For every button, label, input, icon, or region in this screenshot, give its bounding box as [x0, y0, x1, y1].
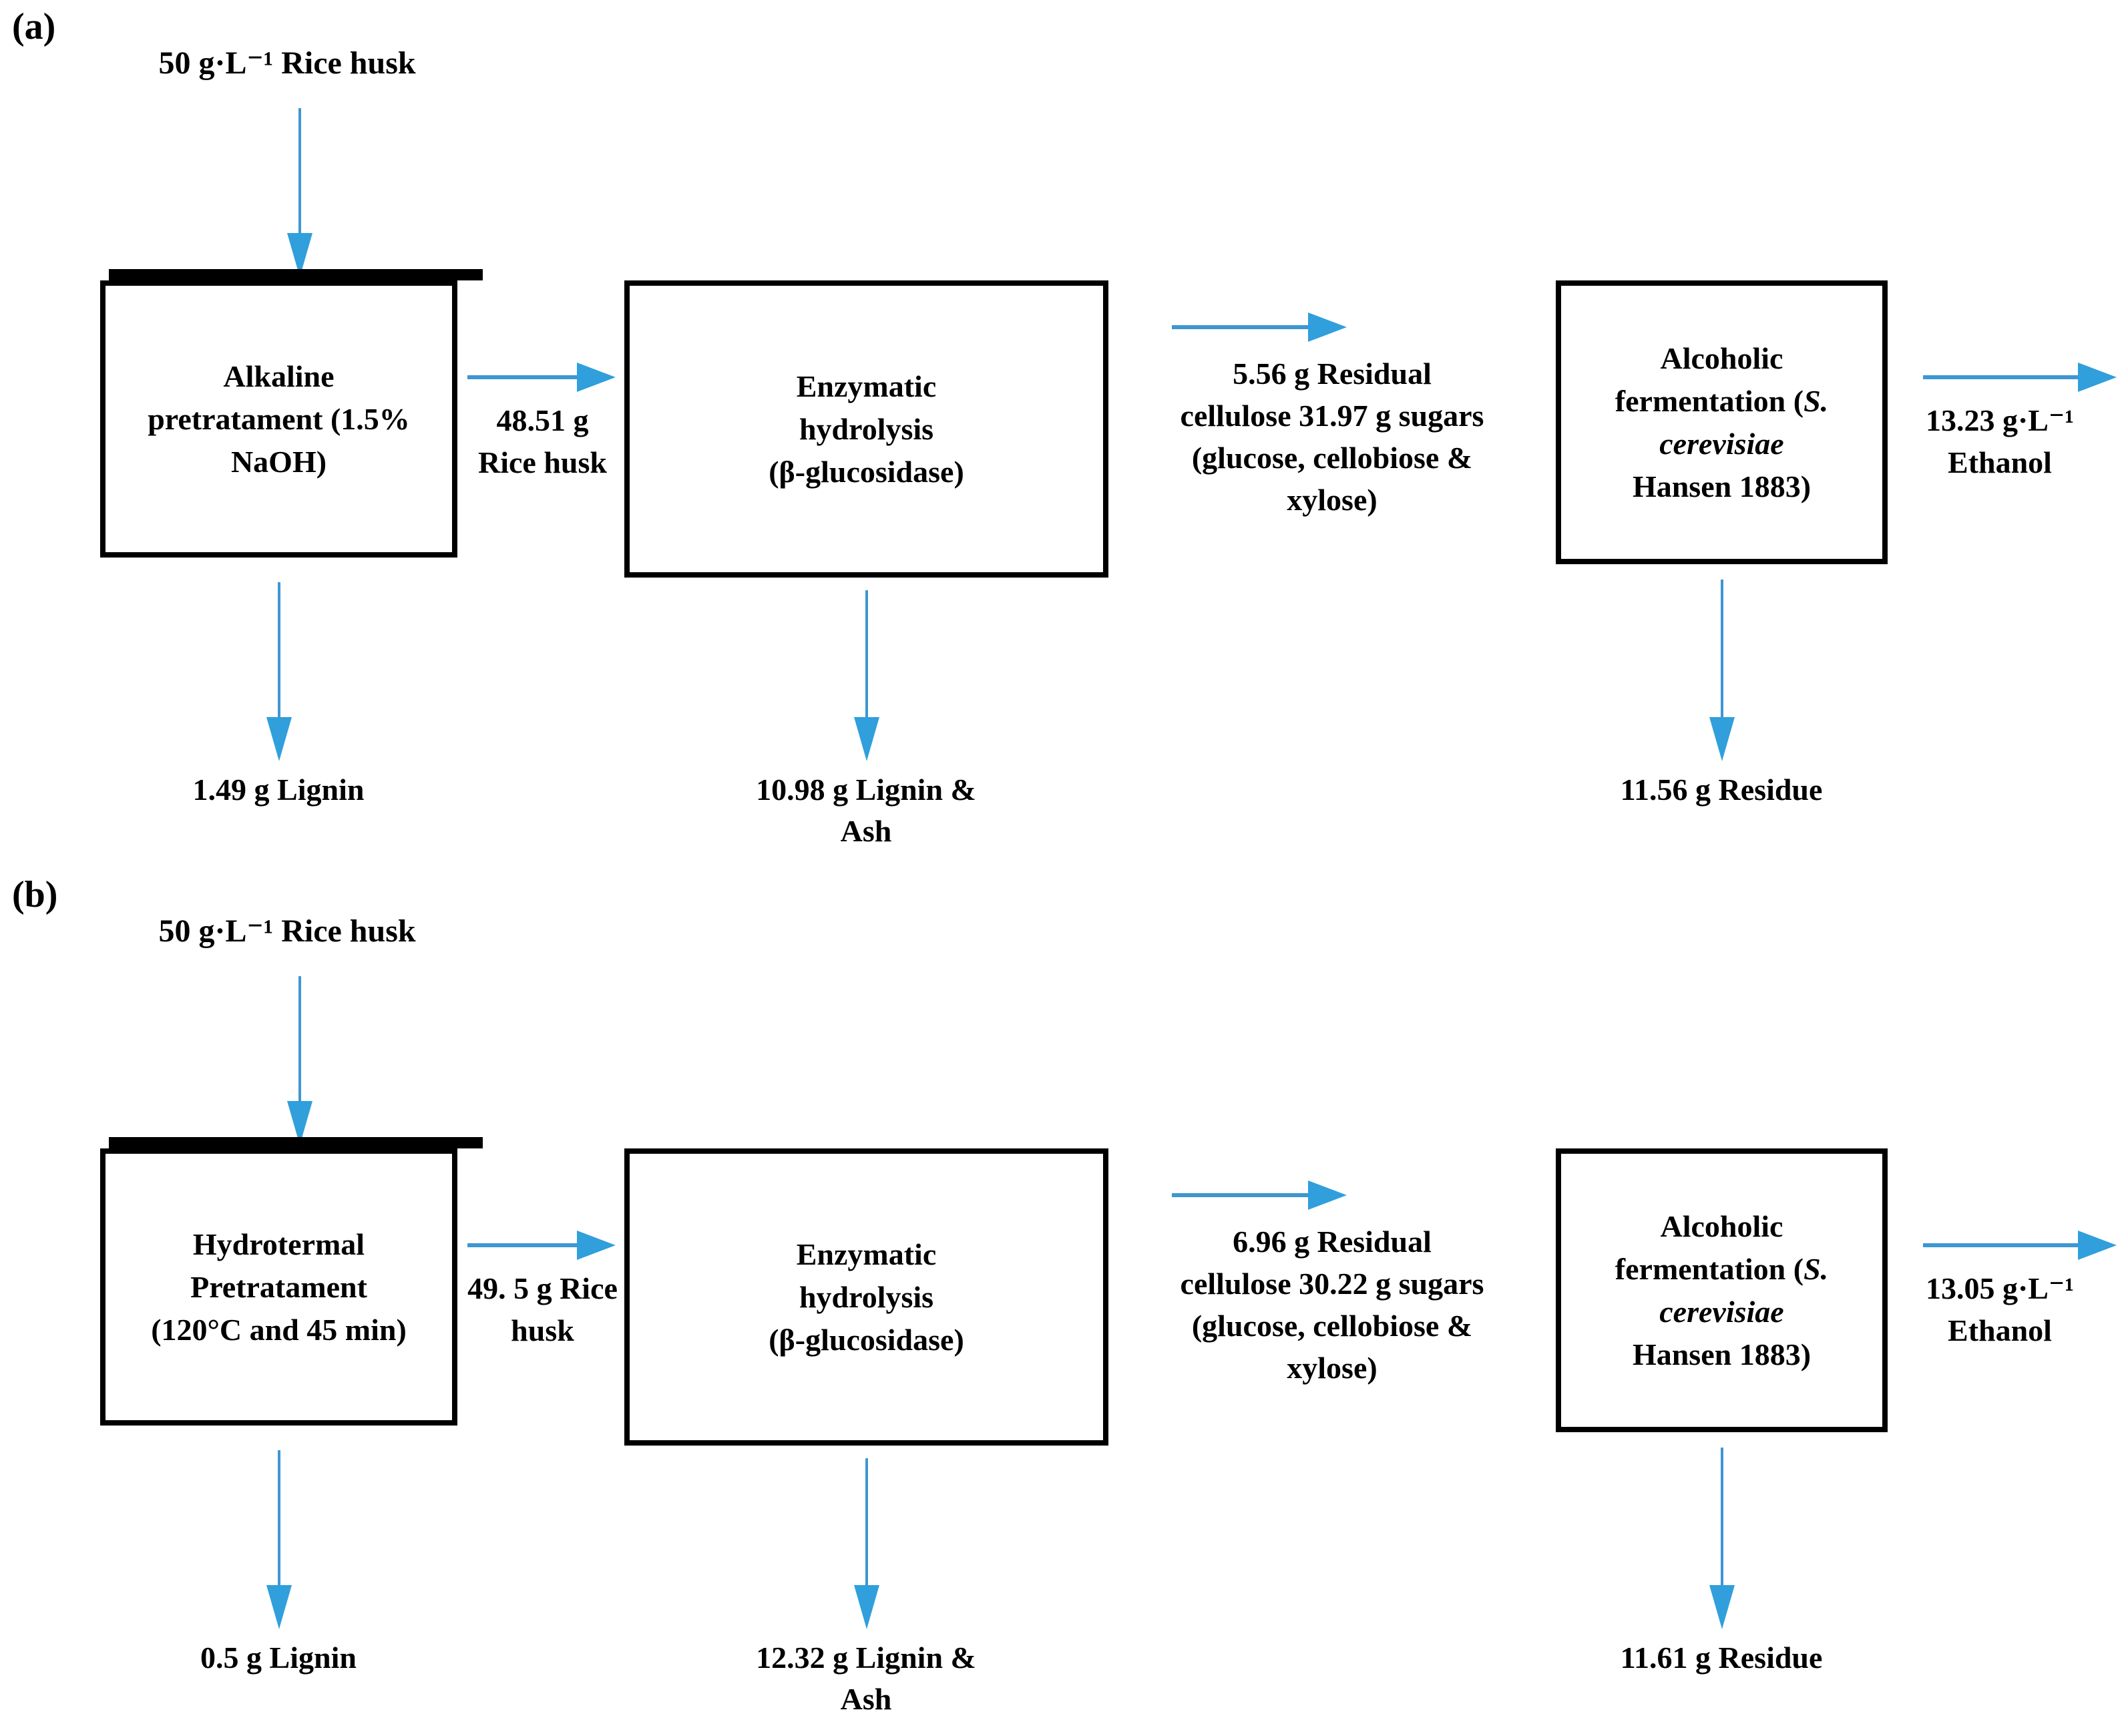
- arrow-shaft: [865, 590, 868, 717]
- arrow-down-icon: [1709, 1448, 1735, 1629]
- arrow-head: [577, 363, 616, 392]
- arrow-shaft: [1721, 580, 1723, 717]
- box-top-bar: [109, 269, 483, 280]
- arrow-head: [266, 717, 292, 761]
- lignin-ash-output-label: 10.98 g Lignin &Ash: [756, 773, 976, 848]
- arrow-down-icon: [854, 1458, 879, 1629]
- arrow-head: [1308, 312, 1347, 342]
- lignin-output-label: 0.5 g Lignin: [200, 1641, 357, 1675]
- arrow-down-icon: [1709, 580, 1735, 761]
- lignin-ash-output-label: 12.32 g Lignin &Ash: [756, 1641, 976, 1716]
- arrow-right-icon: [1923, 1231, 2117, 1260]
- arrow-down-icon: [266, 1450, 292, 1629]
- arrow-down-icon: [287, 976, 312, 1145]
- arrow-head: [1709, 717, 1735, 761]
- arrow-shaft: [1923, 1243, 2078, 1247]
- rice-husk-input-label: 50 g·L⁻¹ Rice husk: [158, 45, 416, 81]
- arrow-shaft: [467, 1243, 577, 1247]
- arrow-head: [2078, 363, 2117, 392]
- arrow-down-icon: [266, 582, 292, 761]
- arrow-head: [854, 717, 879, 761]
- arrow-shaft: [1721, 1448, 1723, 1585]
- arrow-right-icon: [1172, 1180, 1347, 1210]
- arrow-head: [1308, 1180, 1347, 1210]
- arrow-shaft: [278, 1450, 280, 1585]
- arrow-shaft: [865, 1458, 868, 1585]
- box-top-bar: [109, 1137, 483, 1148]
- arrow-shaft: [1172, 325, 1308, 329]
- arrow-shaft: [1172, 1193, 1308, 1197]
- arrow-head: [1709, 1585, 1735, 1629]
- arrow-down-icon: [854, 590, 879, 761]
- arrow-shaft: [467, 375, 577, 379]
- lignin-output-label: 1.49 g Lignin: [192, 773, 365, 807]
- arrow-right-icon: [467, 363, 616, 392]
- rice-husk-input-label: 50 g·L⁻¹ Rice husk: [158, 913, 416, 949]
- arrow-shaft: [1923, 375, 2078, 379]
- section-label: (a): [12, 6, 56, 47]
- arrow-head: [266, 1585, 292, 1629]
- residue-output-label: 11.56 g Residue: [1620, 773, 1823, 807]
- arrow-head: [2078, 1231, 2117, 1260]
- arrow-shaft: [298, 976, 301, 1101]
- section-label: (b): [12, 874, 58, 915]
- arrow-head: [854, 1585, 879, 1629]
- residue-output-label: 11.61 g Residue: [1620, 1641, 1823, 1675]
- arrow-shaft: [278, 582, 280, 717]
- arrow-right-icon: [467, 1231, 616, 1260]
- arrow-right-icon: [1172, 312, 1347, 342]
- arrow-head: [577, 1231, 616, 1260]
- arrow-right-icon: [1923, 363, 2117, 392]
- arrow-down-icon: [287, 108, 312, 277]
- arrow-shaft: [298, 108, 301, 233]
